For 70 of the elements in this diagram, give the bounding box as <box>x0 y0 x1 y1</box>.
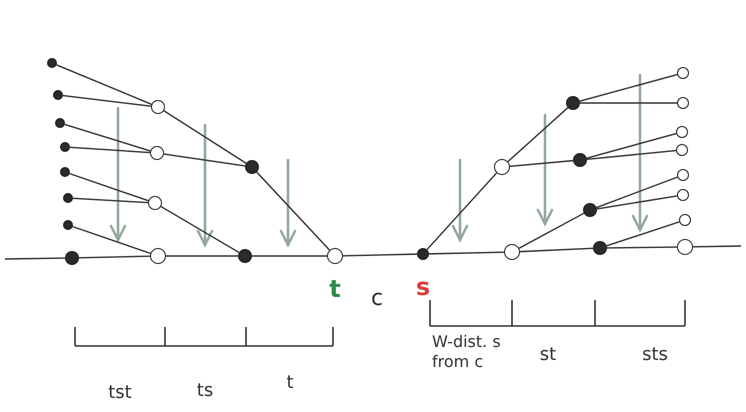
connector-line <box>580 74 678 102</box>
hollow-circle <box>677 97 689 109</box>
connector-line <box>62 94 152 107</box>
solid-dot <box>417 248 429 260</box>
dimension-label: ts <box>196 381 214 401</box>
connector-line <box>5 257 65 260</box>
dimension-label: sts <box>641 345 669 365</box>
solid-dot <box>245 160 259 174</box>
connector-line <box>160 206 240 254</box>
connector-line <box>164 110 246 164</box>
hollow-circle <box>148 196 162 210</box>
hollow-circle <box>676 144 688 156</box>
hollow-circle <box>150 248 166 264</box>
solid-dot <box>63 193 73 203</box>
solid-dot <box>63 220 73 230</box>
connector-line <box>252 255 327 257</box>
solid-dot <box>593 241 607 255</box>
hollow-circle <box>677 239 693 255</box>
hollow-circle <box>494 159 510 175</box>
connector-line <box>72 198 148 204</box>
connector-line <box>342 253 418 257</box>
connector-line <box>596 176 678 208</box>
connector-line <box>256 172 330 251</box>
solid-dot <box>60 167 70 177</box>
dimension-label: t <box>285 373 295 393</box>
solid-dot <box>573 153 587 167</box>
connector-line <box>428 251 504 255</box>
hollow-circle <box>677 67 689 79</box>
point-label: t <box>328 276 342 302</box>
solid-dot <box>47 58 57 68</box>
connector-line <box>520 248 594 252</box>
solid-dot <box>55 118 65 128</box>
hollow-circle <box>677 169 689 181</box>
connector-line <box>70 172 149 202</box>
hollow-circle <box>676 126 688 138</box>
connector-line <box>586 150 676 160</box>
connector-line <box>64 124 151 152</box>
connector-line <box>70 146 150 154</box>
connector-line <box>607 246 677 249</box>
connector-line <box>507 107 568 162</box>
solid-dot <box>566 96 580 110</box>
connector-line <box>72 226 151 254</box>
hollow-circle <box>679 214 691 226</box>
point-label: s <box>414 274 432 300</box>
connector-line <box>166 255 238 257</box>
dimension-label: W-dist. s from c <box>432 332 502 372</box>
connector-line <box>78 255 150 259</box>
solid-dot <box>65 251 79 265</box>
connector-line <box>606 221 680 246</box>
solid-dot <box>60 142 70 152</box>
solid-dot <box>53 90 63 100</box>
hollow-circle <box>327 248 343 264</box>
connector-line <box>586 132 676 159</box>
point-label: c <box>370 287 384 311</box>
solid-dot <box>238 249 252 263</box>
dimension-label: tst <box>107 383 133 403</box>
hollow-circle <box>504 244 520 260</box>
connector-line <box>510 160 574 167</box>
connector-line <box>596 195 678 210</box>
connector-line <box>426 172 498 250</box>
connector-line <box>56 64 152 105</box>
connector-line <box>164 153 246 167</box>
connector-line <box>518 212 584 249</box>
hollow-circle <box>151 100 165 114</box>
solid-dot <box>583 203 597 217</box>
hollow-circle <box>677 189 689 201</box>
connector-line <box>692 245 742 248</box>
hollow-circle <box>150 146 164 160</box>
dimension-label: st <box>538 345 558 365</box>
connector-line <box>580 102 677 104</box>
